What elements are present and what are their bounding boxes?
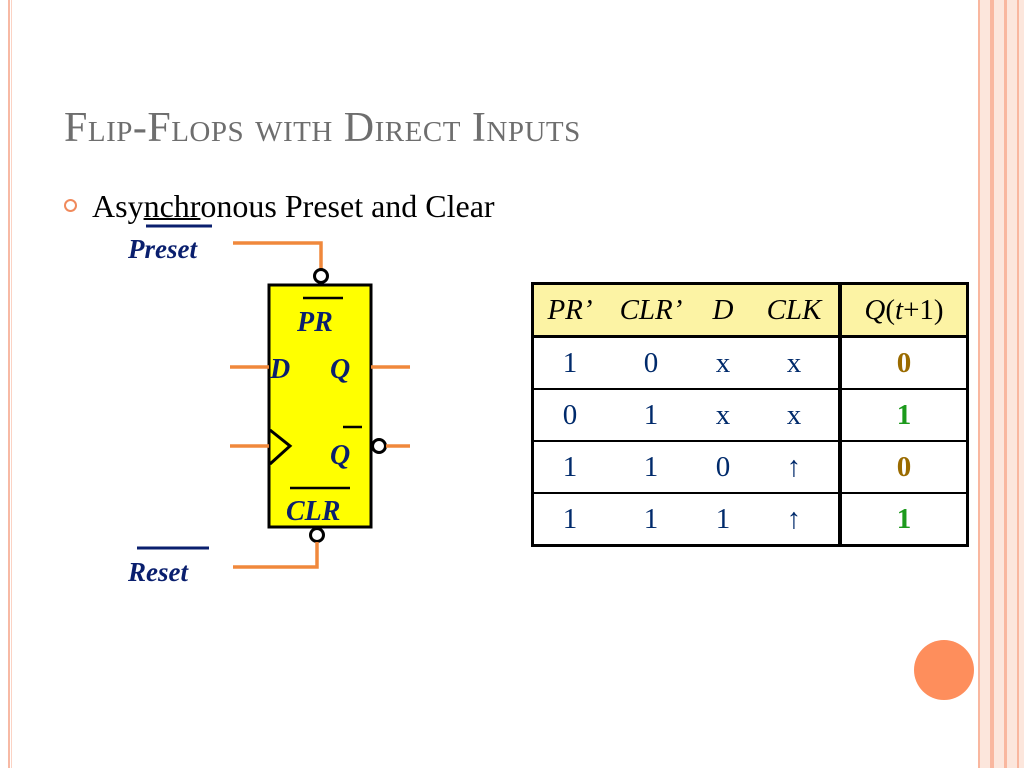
reset-label: Reset <box>127 557 189 587</box>
cell-clr: 1 <box>606 493 696 547</box>
slide-title: Flip-Flops with Direct Inputs <box>64 105 581 151</box>
right-stripe <box>978 0 980 768</box>
preset-wire <box>233 241 323 269</box>
right-stripe-band <box>978 0 1024 768</box>
cell-clr: 1 <box>606 389 696 442</box>
right-stripe <box>1017 0 1019 768</box>
clock-triangle-icon <box>268 428 293 466</box>
cell-clr: 0 <box>606 336 696 390</box>
header-pr: PR’ <box>531 282 606 338</box>
table-row: 0 1 x x 1 <box>531 389 969 442</box>
clr-label: CLR <box>286 496 340 527</box>
bullet-text-underlined: nchr <box>143 188 201 224</box>
cell-clk: ↑ <box>750 493 840 547</box>
qbar-inversion-bubble <box>371 438 387 454</box>
header-clr: CLR’ <box>606 282 696 338</box>
cell-pr: 0 <box>531 389 606 442</box>
cell-q-next: 1 <box>838 389 969 442</box>
header-q-rest: +1) <box>903 293 944 326</box>
bullet-text-end: onous Preset and Clear <box>200 188 495 224</box>
header-q-paren: ( <box>885 293 896 326</box>
cell-d: x <box>696 336 750 390</box>
q-label: Q <box>330 354 350 385</box>
left-border-line <box>8 0 10 768</box>
cell-d: 1 <box>696 493 750 547</box>
truth-table: PR’ CLR’ D CLK Q(t+1) 1 0 x x 0 0 1 x x … <box>531 282 969 547</box>
cell-pr: 1 <box>531 336 606 390</box>
table-row: 1 1 1 ↑ 1 <box>531 493 969 547</box>
bullet-text: Asynchronous Preset and Clear <box>92 188 495 225</box>
header-d: D <box>696 282 750 338</box>
qbar-label: Q <box>330 440 350 471</box>
left-border-line-inner <box>11 0 12 768</box>
table-row: 1 0 x x 0 <box>531 336 969 390</box>
cell-clk: x <box>750 389 840 442</box>
cell-q-next: 0 <box>838 441 969 494</box>
preset-label: Preset <box>127 234 198 264</box>
pr-label: PR <box>296 307 333 338</box>
bullet-circle-icon <box>64 199 77 212</box>
header-q-next: Q(t+1) <box>838 282 969 338</box>
header-clk: CLK <box>750 282 840 338</box>
cell-clk: x <box>750 336 840 390</box>
clear-inversion-bubble <box>309 527 325 543</box>
cell-clr: 1 <box>606 441 696 494</box>
cell-pr: 1 <box>531 441 606 494</box>
cell-d: 0 <box>696 441 750 494</box>
table-row: 1 1 0 ↑ 0 <box>531 441 969 494</box>
table-header-row: PR’ CLR’ D CLK Q(t+1) <box>531 282 969 338</box>
decorative-orange-circle <box>914 640 974 700</box>
header-q-t: t <box>895 293 904 326</box>
right-stripe <box>990 0 994 768</box>
cell-d: x <box>696 389 750 442</box>
cell-q-next: 0 <box>838 336 969 390</box>
right-stripe <box>1004 0 1007 768</box>
d-label: D <box>269 354 290 385</box>
cell-q-next: 1 <box>838 493 969 547</box>
header-q-var: Q <box>864 293 886 326</box>
reset-wire <box>233 542 319 569</box>
preset-inversion-bubble <box>313 268 329 284</box>
cell-pr: 1 <box>531 493 606 547</box>
flip-flop-body <box>267 283 373 529</box>
cell-clk: ↑ <box>750 441 840 494</box>
bullet-text-start: Asy <box>92 188 144 224</box>
